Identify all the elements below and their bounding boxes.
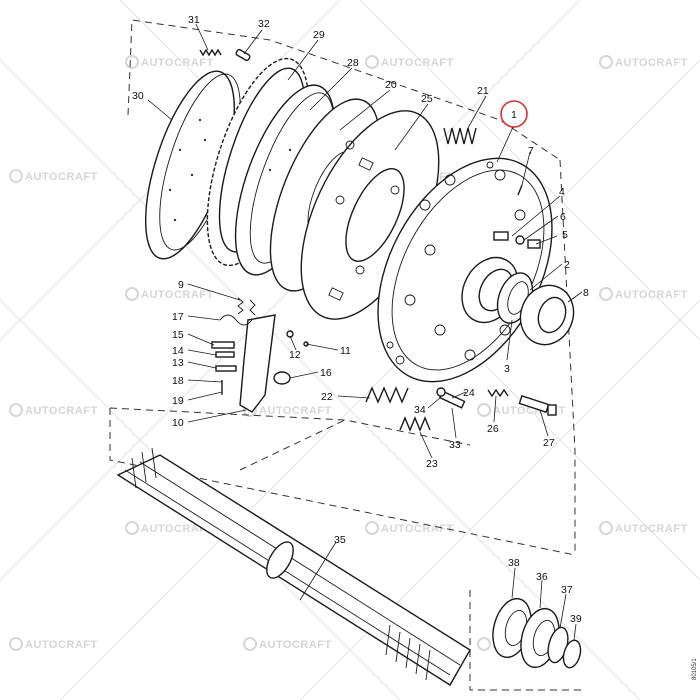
part-label-19: 19: [172, 395, 184, 407]
svg-text:AUTOCRAFT: AUTOCRAFT: [381, 57, 454, 69]
part-label-16: 16: [320, 367, 332, 379]
part-label-28: 28: [347, 57, 359, 69]
svg-text:AUTOCRAFT: AUTOCRAFT: [141, 289, 214, 301]
part-label-15: 15: [172, 329, 184, 341]
svg-text:AUTOCRAFT: AUTOCRAFT: [25, 405, 98, 417]
bolt-26: [487, 388, 509, 398]
part-label-30: 30: [132, 90, 144, 102]
svg-text:AUTOCRAFT: AUTOCRAFT: [25, 639, 98, 651]
leader-lines: [147, 23, 583, 641]
watermark: AUTOCRAFT: [365, 521, 454, 535]
part-label-29: 29: [313, 29, 325, 41]
part-label-12: 12: [289, 349, 301, 361]
bearing-group: [492, 597, 582, 669]
part-label-11: 11: [340, 345, 351, 357]
part-label-13: 13: [172, 357, 184, 369]
svg-text:AUTOCRAFT: AUTOCRAFT: [259, 405, 332, 417]
part-label-17: 17: [172, 311, 184, 323]
watermark: AUTOCRAFT: [365, 55, 454, 69]
part-label-25: 25: [421, 93, 433, 105]
part-label-3: 3: [504, 363, 510, 375]
watermark: AUTOCRAFT: [9, 403, 98, 417]
pin-31: [199, 48, 222, 57]
main-shaft: [116, 447, 471, 686]
bolt-33: [436, 387, 466, 409]
part-label-34: 34: [414, 404, 426, 416]
part-label-23: 23: [426, 458, 438, 470]
highlight-ring: [500, 100, 528, 128]
pin-32: [235, 48, 251, 62]
part-label-39: 39: [570, 613, 582, 625]
part-label-9: 9: [178, 279, 184, 291]
part-label-7: 7: [528, 145, 534, 157]
part-label-35: 35: [334, 534, 346, 546]
part-label-22: 22: [321, 391, 333, 403]
svg-text:AUTOCRAFT: AUTOCRAFT: [259, 639, 332, 651]
watermark: AUTOCRAFT: [9, 169, 98, 183]
watermark: AUTOCRAFT: [9, 637, 98, 651]
part-label-8: 8: [583, 287, 589, 299]
watermark: AUTOCRAFT: [125, 287, 214, 301]
part-label-20: 20: [385, 79, 397, 91]
watermark: AUTOCRAFT: [125, 521, 214, 535]
spring-22: [365, 386, 409, 404]
svg-text:AUTOCRAFT: AUTOCRAFT: [615, 523, 688, 535]
part-label-6: 6: [560, 211, 566, 223]
part-label-2: 2: [564, 259, 570, 271]
watermark: AUTOCRAFT: [599, 287, 688, 301]
drawing-code: 80105/1: [692, 658, 698, 680]
clutch-cover-assembly: [377, 157, 553, 383]
part-label-31: 31: [188, 14, 200, 26]
part-label-14: 14: [172, 345, 184, 357]
svg-text:AUTOCRAFT: AUTOCRAFT: [615, 57, 688, 69]
svg-text:AUTOCRAFT: AUTOCRAFT: [141, 523, 214, 535]
part-label-32: 32: [258, 18, 270, 30]
release-lever-assembly: [211, 297, 309, 413]
part-label-24: 24: [463, 387, 475, 399]
part-label-5: 5: [562, 229, 568, 241]
spring-23: [399, 416, 431, 432]
part-label-33: 33: [449, 439, 461, 451]
part-label-21: 21: [477, 85, 489, 97]
part-label-1: 1: [511, 109, 517, 121]
svg-text:AUTOCRAFT: AUTOCRAFT: [381, 523, 454, 535]
watermark: AUTOCRAFT: [599, 55, 688, 69]
spring-21: [443, 127, 477, 145]
watermark: AUTOCRAFT: [599, 521, 688, 535]
svg-text:AUTOCRAFT: AUTOCRAFT: [615, 289, 688, 301]
bolt-27: [518, 394, 557, 416]
svg-text:AUTOCRAFT: AUTOCRAFT: [141, 57, 214, 69]
part-label-36: 36: [536, 571, 548, 583]
watermark: AUTOCRAFT: [243, 637, 332, 651]
watermark: AUTOCRAFT: [125, 55, 214, 69]
part-label-18: 18: [172, 375, 184, 387]
part-label-26: 26: [487, 423, 499, 435]
part-label-27: 27: [543, 437, 555, 449]
part-label-10: 10: [172, 417, 184, 429]
svg-text:AUTOCRAFT: AUTOCRAFT: [25, 171, 98, 183]
part-label-4: 4: [559, 186, 565, 198]
release-sleeve: [519, 284, 575, 346]
part-label-37: 37: [561, 584, 573, 596]
assembly-outlines: [109, 19, 585, 691]
part-labels: 31 32 29 28 20 25 21 1 7 4 6 5 2 8 3 30 …: [132, 14, 589, 625]
part-label-38: 38: [508, 557, 520, 569]
